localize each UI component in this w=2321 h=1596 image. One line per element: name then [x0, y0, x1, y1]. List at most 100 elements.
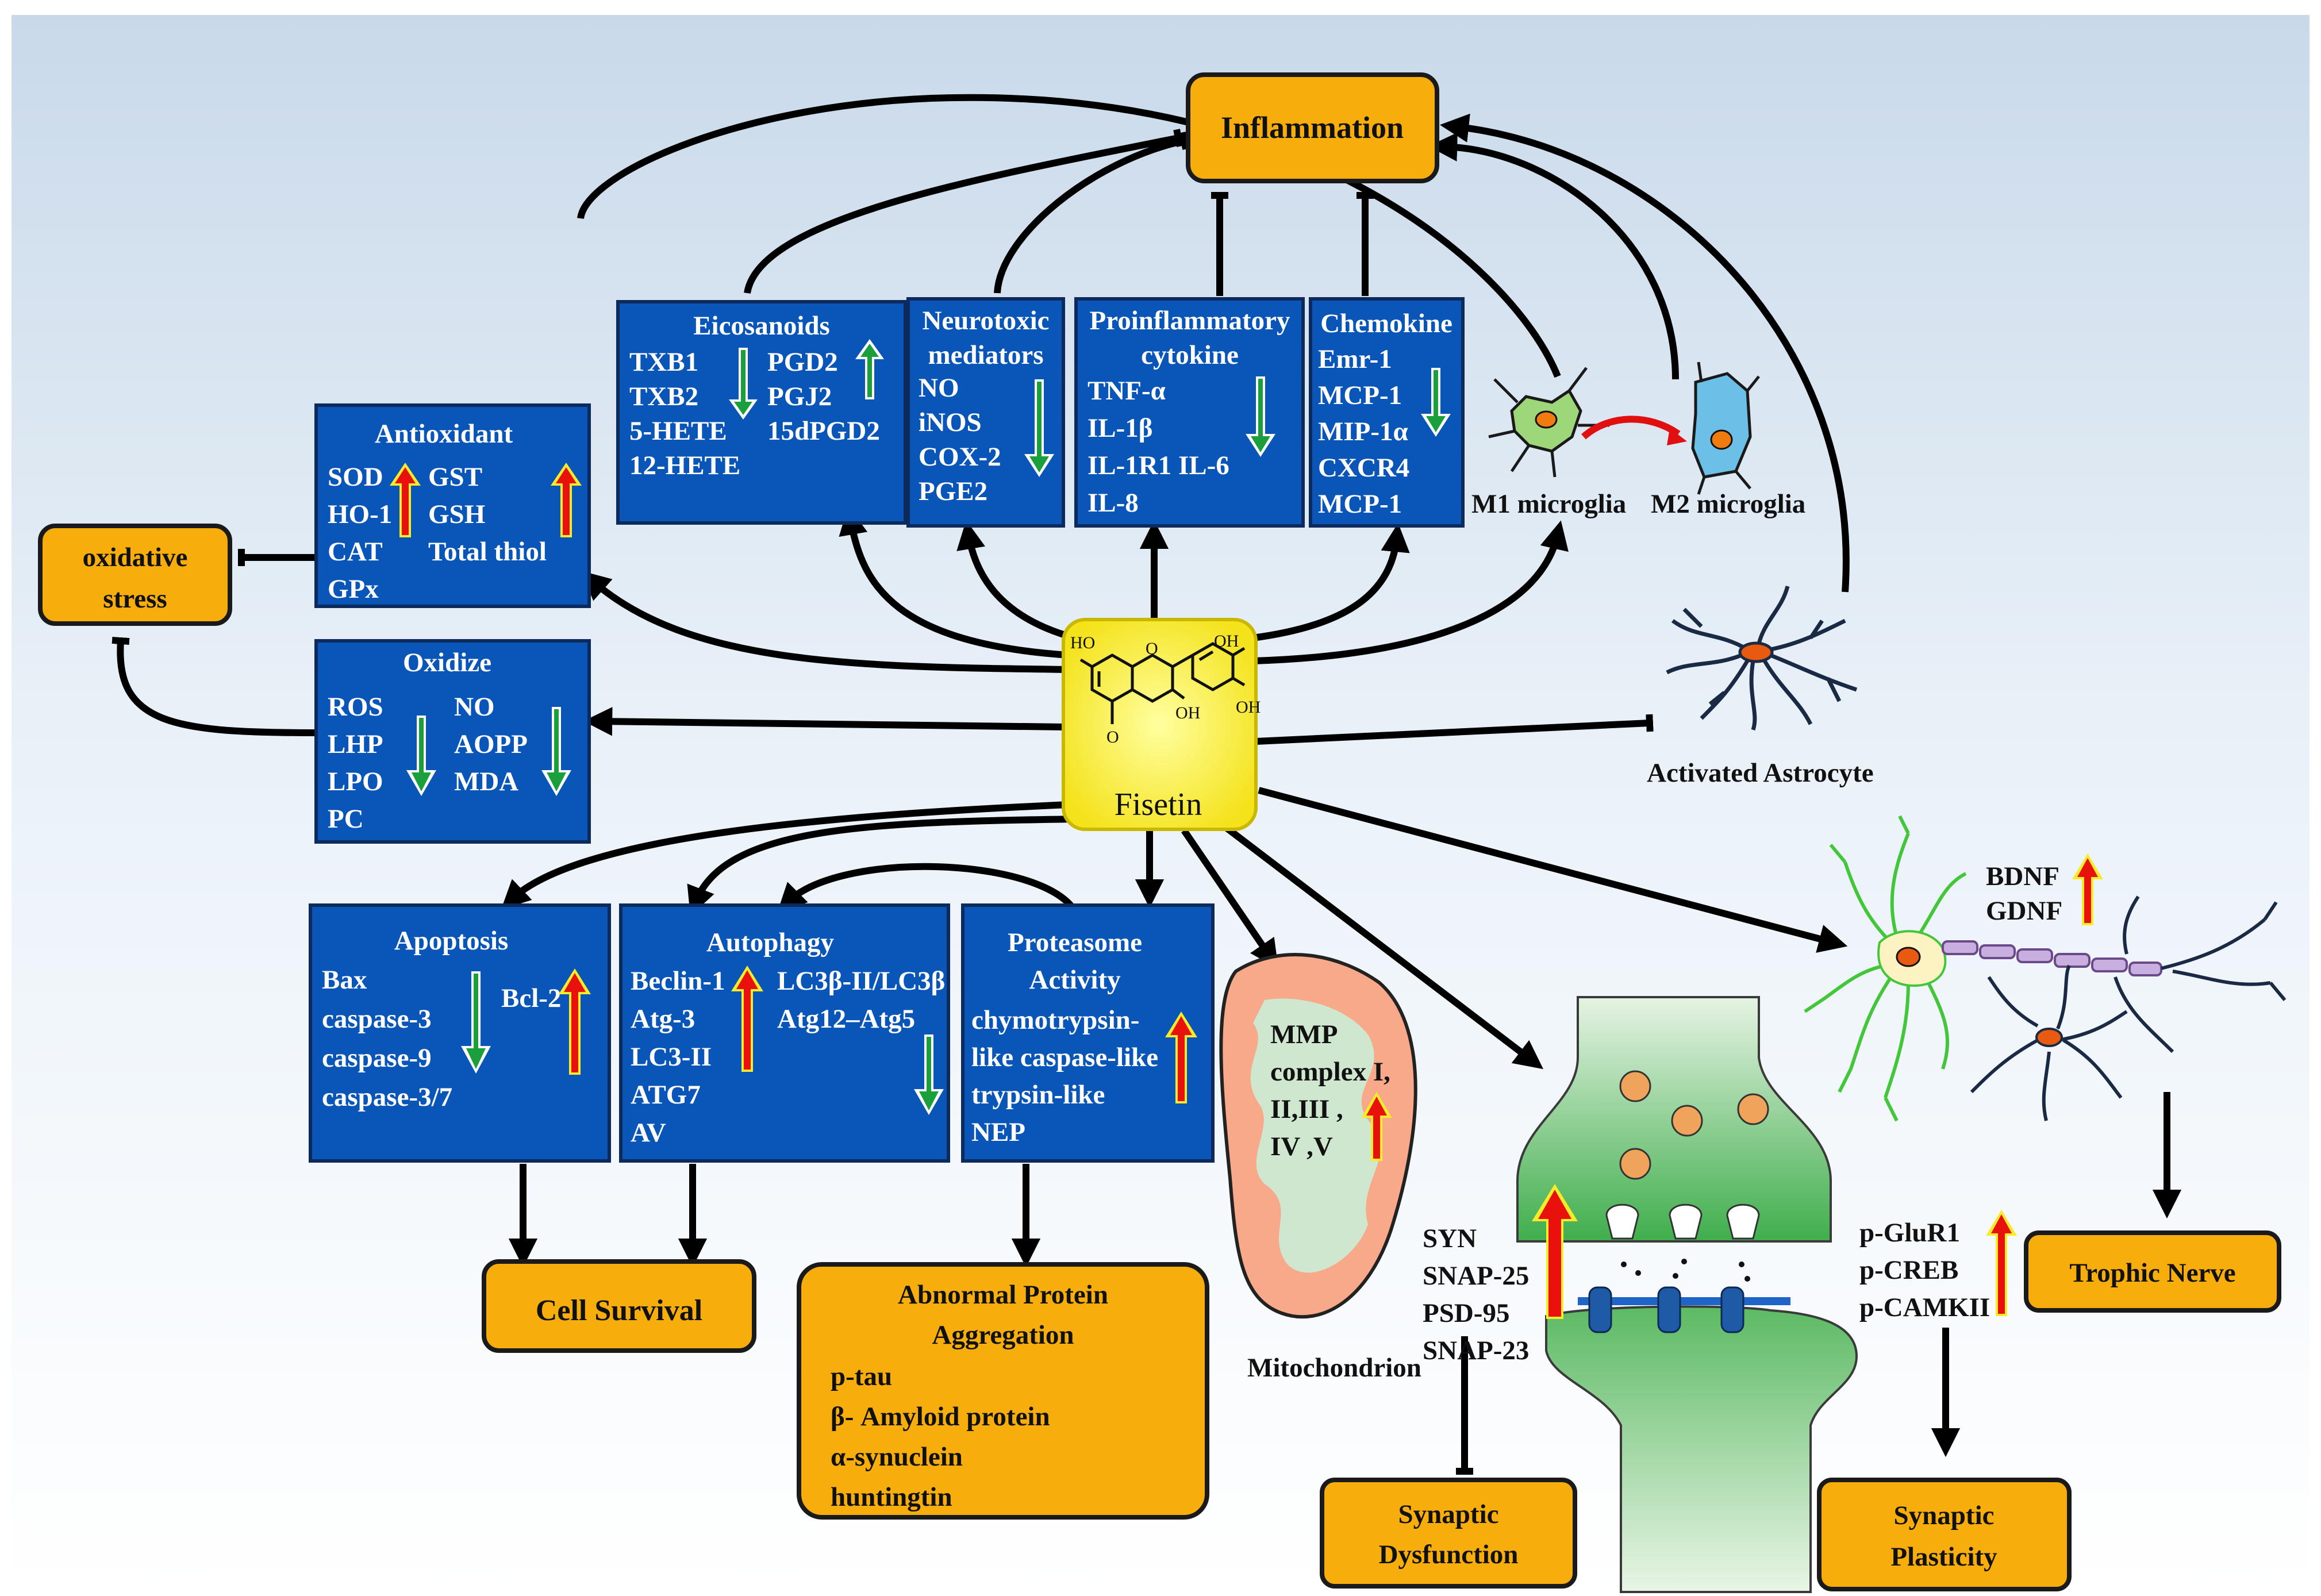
inflammation-label: Inflammation — [1221, 110, 1404, 145]
oxidize-item: PC — [328, 804, 364, 834]
aggregation-item: α-synuclein — [831, 1442, 963, 1472]
antioxidant-item: HO-1 — [328, 499, 392, 529]
arrowhead-icon — [1667, 428, 1687, 445]
m2-microglia-cell — [1691, 361, 1760, 495]
trophic-nerve-label: Trophic Nerve — [2069, 1258, 2235, 1288]
trophic-marker: BDNF — [1986, 862, 2059, 891]
down-arrow-icon — [734, 350, 752, 415]
down-arrow-icon — [919, 1037, 939, 1110]
synapse-illustration — [1516, 996, 1858, 1593]
apoptosis-item: caspase-3 — [322, 1004, 432, 1034]
proteasome-title: Activity — [1029, 965, 1121, 995]
down-arrow-icon — [547, 709, 566, 791]
m1-to-m2-arrow — [1581, 416, 1681, 440]
up-arrow-icon — [736, 970, 758, 1070]
neurotoxic-item: NO — [919, 373, 959, 403]
apoptosis-item: Bax — [322, 965, 367, 995]
neurotoxic-title: Neurotoxic — [922, 306, 1049, 336]
up-arrow-icon — [564, 973, 586, 1072]
microglia-to-inflammation — [1428, 132, 1679, 380]
bcl2-label: Bcl-2 — [501, 983, 561, 1013]
hydroxyl-label: OH — [1236, 698, 1261, 717]
fisetin-to-microglia — [1252, 520, 1569, 664]
down-arrow-icon — [466, 974, 486, 1069]
up-arrow-icon — [1170, 1016, 1192, 1101]
oxidize-box: Oxidize ROS LHP LPO PC NO AOPP MDA — [314, 639, 591, 844]
synaptic-dysfunction-box: Synaptic Dysfunction — [1320, 1478, 1577, 1589]
oxidative-stress-box: oxidative stress — [38, 524, 232, 626]
eicosanoids-box: Eicosanoids TXB1 TXB2 5-HETE 12-HETE PGD… — [616, 300, 907, 525]
autophagy-box: Autophagy Beclin-1 Atg-3 LC3-II ATG7 AV … — [619, 903, 950, 1163]
fisetin-to-astrocyte — [1255, 714, 1654, 745]
mitochondrion-item: IV ,V — [1270, 1132, 1333, 1162]
apoptosis-item: caspase-3/7 — [322, 1082, 452, 1112]
up-arrow-icon — [2077, 858, 2098, 923]
connection-lines — [112, 94, 2182, 1475]
synaptic-dysfunction-line2: Dysfunction — [1379, 1540, 1519, 1570]
astrocyte-to-inflammation — [1439, 113, 1850, 593]
fisetin-to-mitochondrion — [1181, 828, 1279, 969]
synaptic-dysfunction-line1: Synaptic — [1398, 1499, 1499, 1529]
up-arrow-icon — [860, 344, 879, 397]
proteasome-item: chymotrypsin- — [971, 1005, 1139, 1035]
cell-survival-box: Cell Survival — [482, 1259, 756, 1353]
up-arrow-icon — [1538, 1190, 1571, 1317]
cytokine-item: IL-1R1 IL-6 — [1088, 451, 1229, 480]
apoptosis-title: Apoptosis — [394, 926, 509, 956]
neurotoxic-title: mediators — [928, 340, 1043, 370]
antioxidant-item: GPx — [328, 574, 379, 604]
down-arrow-icon — [1029, 382, 1049, 472]
fisetin-to-oxidize — [583, 707, 1067, 736]
antioxidant-box: Antioxidant SOD HO-1 CAT GPx GST GSH Tot… — [314, 403, 591, 608]
fisetin-to-apoptosis — [501, 801, 1070, 910]
autophagy-item: LC3-II — [631, 1042, 712, 1072]
inflammation-box: Inflammation — [1186, 72, 1439, 183]
eicosanoid-item: TXB2 — [629, 382, 698, 412]
chemokine-item: MCP-1 — [1318, 380, 1402, 410]
astrocyte-nucleus — [1738, 641, 1774, 663]
oxidative-stress-line1: oxidative — [83, 543, 188, 572]
eicosanoids-to-inflammation — [744, 129, 1183, 294]
oxygen-label: O — [1146, 639, 1158, 658]
antioxidant-item: Total thiol — [428, 537, 547, 567]
apoptosis-item: caspase-9 — [322, 1043, 432, 1073]
trophic-nerve-box: Trophic Nerve — [2024, 1230, 2281, 1313]
trophic-neurons — [1804, 815, 2287, 1122]
synapse-marker: SNAP-23 — [1423, 1336, 1529, 1366]
cytokine-title: cytokine — [1141, 340, 1239, 370]
antioxidant-item: GST — [428, 462, 482, 492]
up-arrow-icon — [556, 467, 577, 535]
down-arrow-icon — [412, 718, 431, 791]
proteasome-item: trypsin-like — [971, 1080, 1105, 1110]
oxidize-item: AOPP — [454, 729, 528, 759]
eicosanoid-item: TXB1 — [629, 347, 698, 377]
oxidize-item: LHP — [328, 729, 383, 759]
autophagy-item: LC3β-II/LC3β — [777, 966, 945, 996]
neurotoxic-item: COX-2 — [919, 442, 1001, 472]
antioxidant-item: CAT — [328, 537, 383, 567]
synaptic-plasticity-line2: Plasticity — [1890, 1542, 1997, 1572]
trophic-marker: GDNF — [1986, 896, 2062, 926]
mitochondrion — [1219, 953, 1417, 1319]
aggregation-item: β- Amyloid protein — [831, 1402, 1050, 1432]
eicosanoid-item: 15dPGD2 — [767, 416, 880, 446]
oxidize-item: ROS — [328, 692, 383, 722]
mitochondrion-label: Mitochondrion — [1247, 1353, 1421, 1383]
antioxidant-item: SOD — [328, 462, 383, 492]
fisetin-to-chemokine — [1252, 522, 1410, 641]
down-arrow-icon — [1426, 370, 1446, 432]
hydroxyl-label: HO — [1070, 633, 1095, 652]
fisetin-to-synapse — [1216, 819, 1544, 1070]
autophagy-item: Beclin-1 — [631, 966, 725, 996]
chemokine-item: Emr-1 — [1318, 344, 1392, 374]
synapse-marker: SYN — [1423, 1224, 1477, 1253]
chemokine-item: CXCR4 — [1318, 453, 1409, 483]
aggregation-item: huntingtin — [831, 1482, 952, 1512]
mediators-to-inflammation — [994, 132, 1190, 294]
mitochondrion-item: MMP — [1270, 1020, 1338, 1049]
aggregation-title2: Aggregation — [932, 1320, 1074, 1350]
eicosanoid-item: PGD2 — [767, 347, 838, 377]
astrocyte-cell — [1666, 586, 1858, 731]
cytokine-item: IL-8 — [1088, 488, 1139, 518]
